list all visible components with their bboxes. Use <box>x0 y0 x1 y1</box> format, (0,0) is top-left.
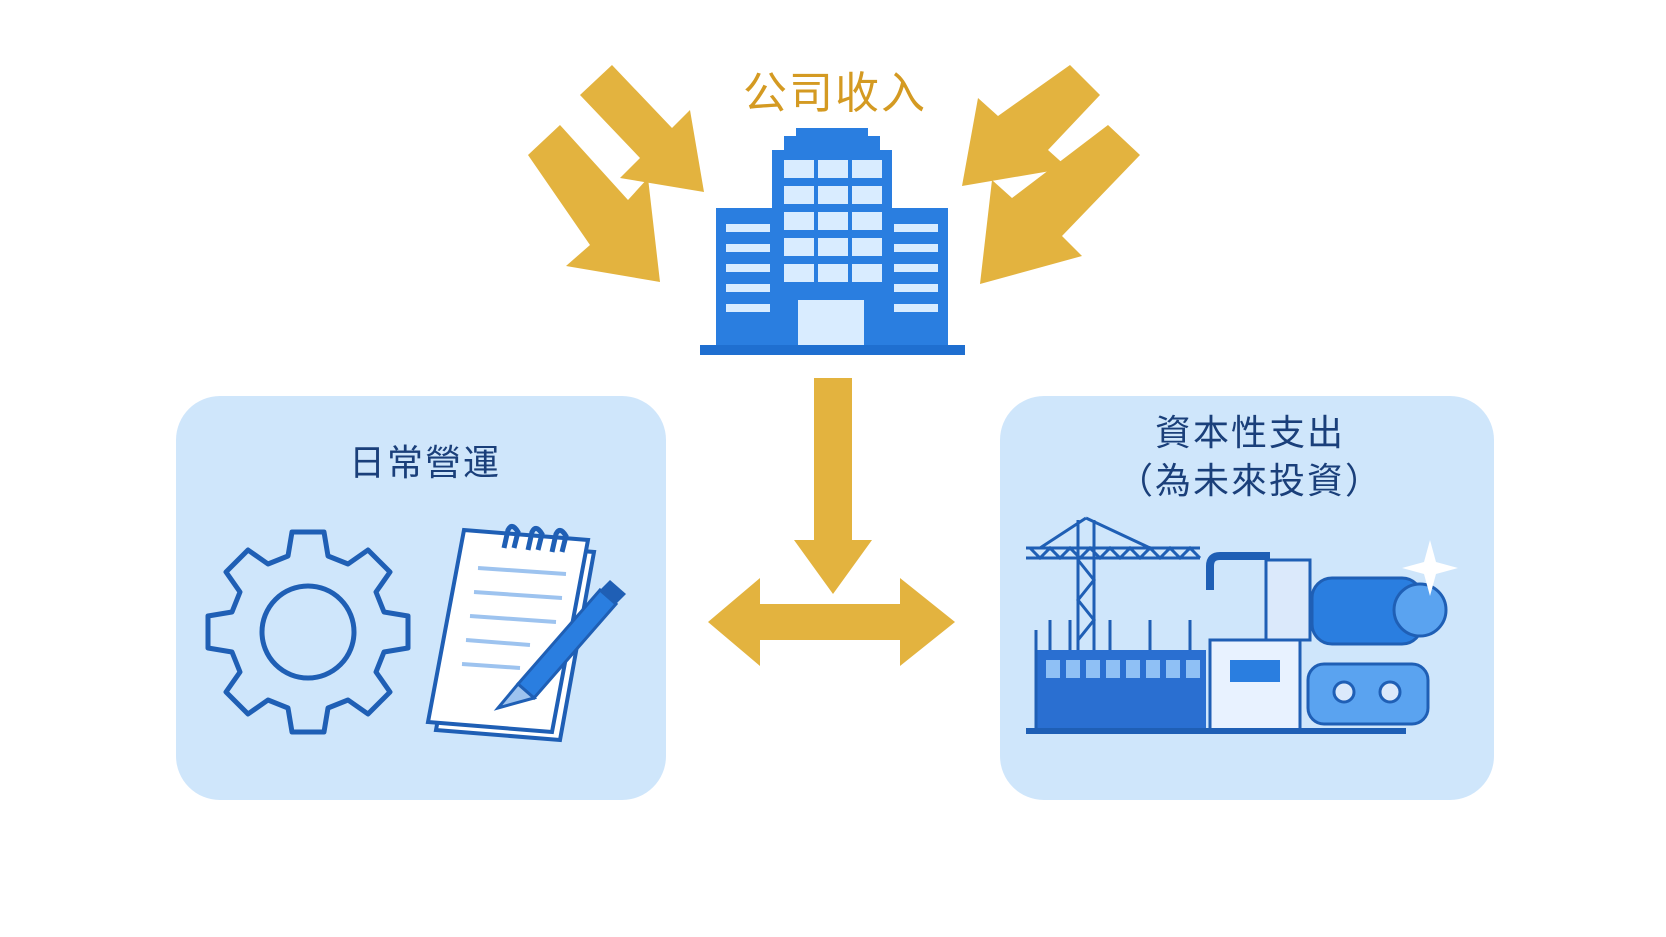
office-building-icon <box>700 128 965 355</box>
operations-label: 日常營運 <box>348 443 501 484</box>
machinery-icon <box>1206 540 1458 726</box>
arrow-two-way <box>708 578 955 666</box>
arrow-in-top-right-outer <box>980 125 1140 284</box>
gear-icon <box>205 529 411 735</box>
pen-icon <box>493 580 626 711</box>
capex-label-line1: 資本性支出 <box>1154 413 1345 454</box>
arrow-in-top-left-outer <box>528 125 660 282</box>
incoming-arrows <box>528 65 1140 284</box>
capex-label-line2: （為未來投資） <box>1116 461 1383 502</box>
income-label: 公司收入 <box>743 68 927 119</box>
arrow-in-top-left-inner <box>580 65 704 192</box>
factory-icon <box>1026 620 1406 734</box>
arrow-down <box>794 378 872 594</box>
construction-crane-icon <box>1026 516 1202 650</box>
capex-label: 資本性支出 （為未來投資） <box>1090 410 1410 506</box>
arrow-in-top-right-inner <box>962 65 1100 186</box>
